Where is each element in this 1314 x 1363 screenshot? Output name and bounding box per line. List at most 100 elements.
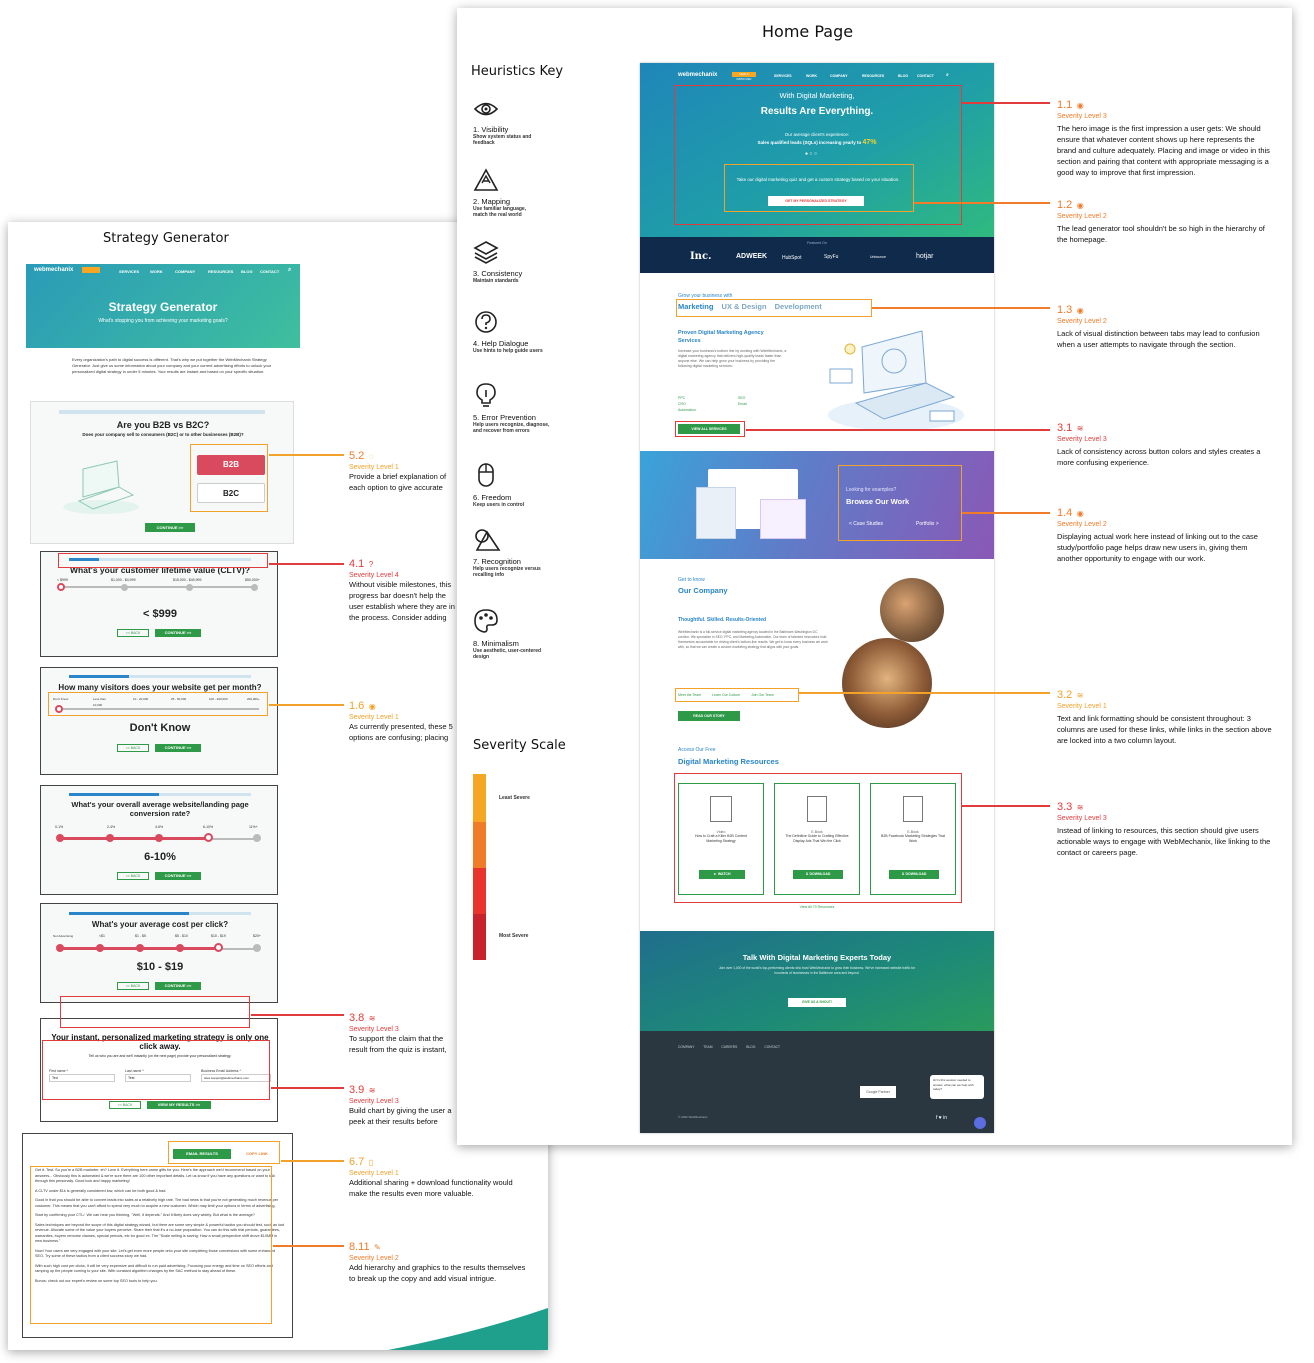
slider-track[interactable] [209,838,257,840]
featured-label: Featured On [807,241,827,245]
nav-services[interactable]: SERVICES [119,269,140,274]
logo[interactable]: webmechanix [678,72,718,78]
social-icons[interactable]: f ♥ in [936,1115,948,1121]
last-name-field[interactable]: Test [125,1074,191,1082]
continue-button[interactable]: CONTINUE >> [155,629,201,637]
resource-card[interactable]: Video How to Craft a Killer B2B Content … [678,783,764,895]
nav-contact[interactable]: CONTACT [917,74,934,78]
view-resources-link[interactable]: View All 70 Resources [799,905,835,909]
give-shout-button[interactable]: GIVE US A SHOUT! [788,998,846,1007]
watch-button[interactable]: ► WATCH [699,870,745,879]
b2b-option[interactable]: B2B [197,455,265,475]
copy-link-button[interactable]: COPY LINK [246,1151,268,1156]
nav-services[interactable]: SERVICES [774,74,792,78]
view-services-button[interactable]: VIEW ALL SERVICES [678,424,740,434]
connector-1-4 [962,512,1050,514]
resource-card[interactable]: E-Book B2B Facebook Marketing Strategies… [870,783,956,895]
continue-button[interactable]: CONTINUE >> [145,523,195,532]
resource-card[interactable]: E-Book The Definitive Guide to Crafting … [774,783,860,895]
nav-contact[interactable]: CONTACT [260,269,280,274]
join-team-link[interactable]: Join Our Team [751,693,774,697]
nav-company[interactable]: COMPANY [175,269,196,274]
service-seo[interactable]: SEO [738,396,746,400]
case-studies-link[interactable]: < Case Studies [849,521,884,527]
nav-blog[interactable]: BLOG [241,269,253,274]
slider-track[interactable] [61,586,257,588]
search-icon[interactable]: ⌕ [288,267,292,273]
b2c-option[interactable]: B2C [197,483,265,503]
footer-careers[interactable]: CAREERS [721,1045,738,1049]
tick-label: 2-4% [107,825,116,829]
nav-bar: webmechanix SERVICES WORK COMPANY RESOUR… [26,264,300,278]
email-results-button[interactable]: EMAIL RESULTS [173,1149,231,1159]
chat-popup[interactable]: Hi! Is this session needed to answer, wh… [930,1075,984,1099]
slider-track[interactable] [217,948,257,950]
tab-marketing[interactable]: Marketing [678,302,714,311]
nav-work[interactable]: WORK [150,269,163,274]
email-field[interactable]: sites.support@webmechanix.com [201,1074,271,1082]
search-icon[interactable]: ⌕ [946,72,949,78]
service-ppc[interactable]: PPC [678,396,686,400]
chat-icon[interactable] [974,1117,986,1129]
culture-link[interactable]: Learn Our Culture [712,693,741,697]
continue-button[interactable]: CONTINUE >> [155,872,201,880]
mouse-icon [478,463,494,487]
service-automation[interactable]: Automation [678,408,696,412]
q3-title: How many visitors does your website get … [58,683,262,692]
nav-resources[interactable]: RESOURCES [208,269,234,274]
slider-handle[interactable] [57,583,65,591]
tab-ux-design[interactable]: UX & Design [721,302,767,311]
talk-text: Join over 1,000 of the world's top-perfo… [718,966,916,975]
slider-track[interactable] [59,708,259,710]
nav-company[interactable]: COMPANY [830,74,848,78]
slider-track-filled[interactable] [59,837,209,840]
service-email[interactable]: Email [738,402,747,406]
slider-handle[interactable] [214,943,223,952]
slider-handle[interactable] [55,705,63,713]
progress-bar [69,675,251,678]
heuristic-desc: Help users recognize versus recalling in… [473,566,541,578]
heuristic-recognition: 7. Recognition Help users recognize vers… [473,528,583,588]
back-button[interactable]: << BACK [109,1101,141,1109]
service-cro[interactable]: CRO [678,402,686,406]
download-button[interactable]: ⬇ DOWNLOAD [793,870,843,879]
continue-button[interactable]: CONTINUE >> [155,982,201,990]
note-number: 3.1 [1057,422,1073,434]
footer-contact[interactable]: CONTACT [764,1045,781,1049]
get-strategy-button[interactable]: GET MY PERSONALIZED STRATEGY [768,196,864,206]
first-name-field[interactable]: Ted [49,1074,115,1082]
tab-development[interactable]: Development [774,302,822,311]
portfolio-link[interactable]: Portfolio > [916,521,939,527]
eye-icon [473,102,499,116]
logo[interactable]: webmechanix [34,267,74,273]
back-button[interactable]: << BACK [117,982,149,990]
meet-team-link[interactable]: Meet the Team [678,693,702,697]
slider-stop [186,584,193,591]
view-results-button[interactable]: VIEW MY RESULTS >> [147,1101,211,1109]
nav-work[interactable]: WORK [806,74,818,78]
back-button[interactable]: << BACK [117,744,149,752]
hero-cta-text: Take our digital marketing quiz and get … [736,177,900,182]
results-paragraph: With such high cost per clicks, it will … [35,1263,273,1274]
nav-blog[interactable]: BLOG [898,74,909,78]
read-story-button[interactable]: READ OUR STORY [678,711,740,721]
footer-blog[interactable]: BLOG [746,1045,756,1049]
nav-resources[interactable]: RESOURCES [862,74,885,78]
download-button[interactable]: ⬇ DOWNLOAD [889,870,939,879]
footer-team[interactable]: TEAM [703,1045,713,1049]
heuristic-label: 1. Visibility [473,125,509,134]
note-text: Displaying actual work here instead of l… [1057,532,1258,563]
hero-section: webmechanix NEW & IMPROVED SERVICES WORK… [640,63,994,237]
connector-8-11 [273,1245,344,1247]
note-1-2: 1.2 ◉ Severity Level 2 The lead generato… [1057,195,1275,245]
annotation-box-8-11 [30,1166,272,1324]
partner-badge: Google Partner [860,1086,896,1098]
continue-button[interactable]: CONTINUE >> [155,744,201,752]
footer-company[interactable]: COMPANY [678,1045,695,1049]
back-button[interactable]: << BACK [117,872,149,880]
back-button[interactable]: << BACK [117,629,149,637]
slider-stop [106,834,114,842]
team-photo-large [842,638,932,728]
slider-handle[interactable] [204,833,213,842]
results-page: EMAIL RESULTS COPY LINK Get it. Test. So… [22,1133,293,1338]
